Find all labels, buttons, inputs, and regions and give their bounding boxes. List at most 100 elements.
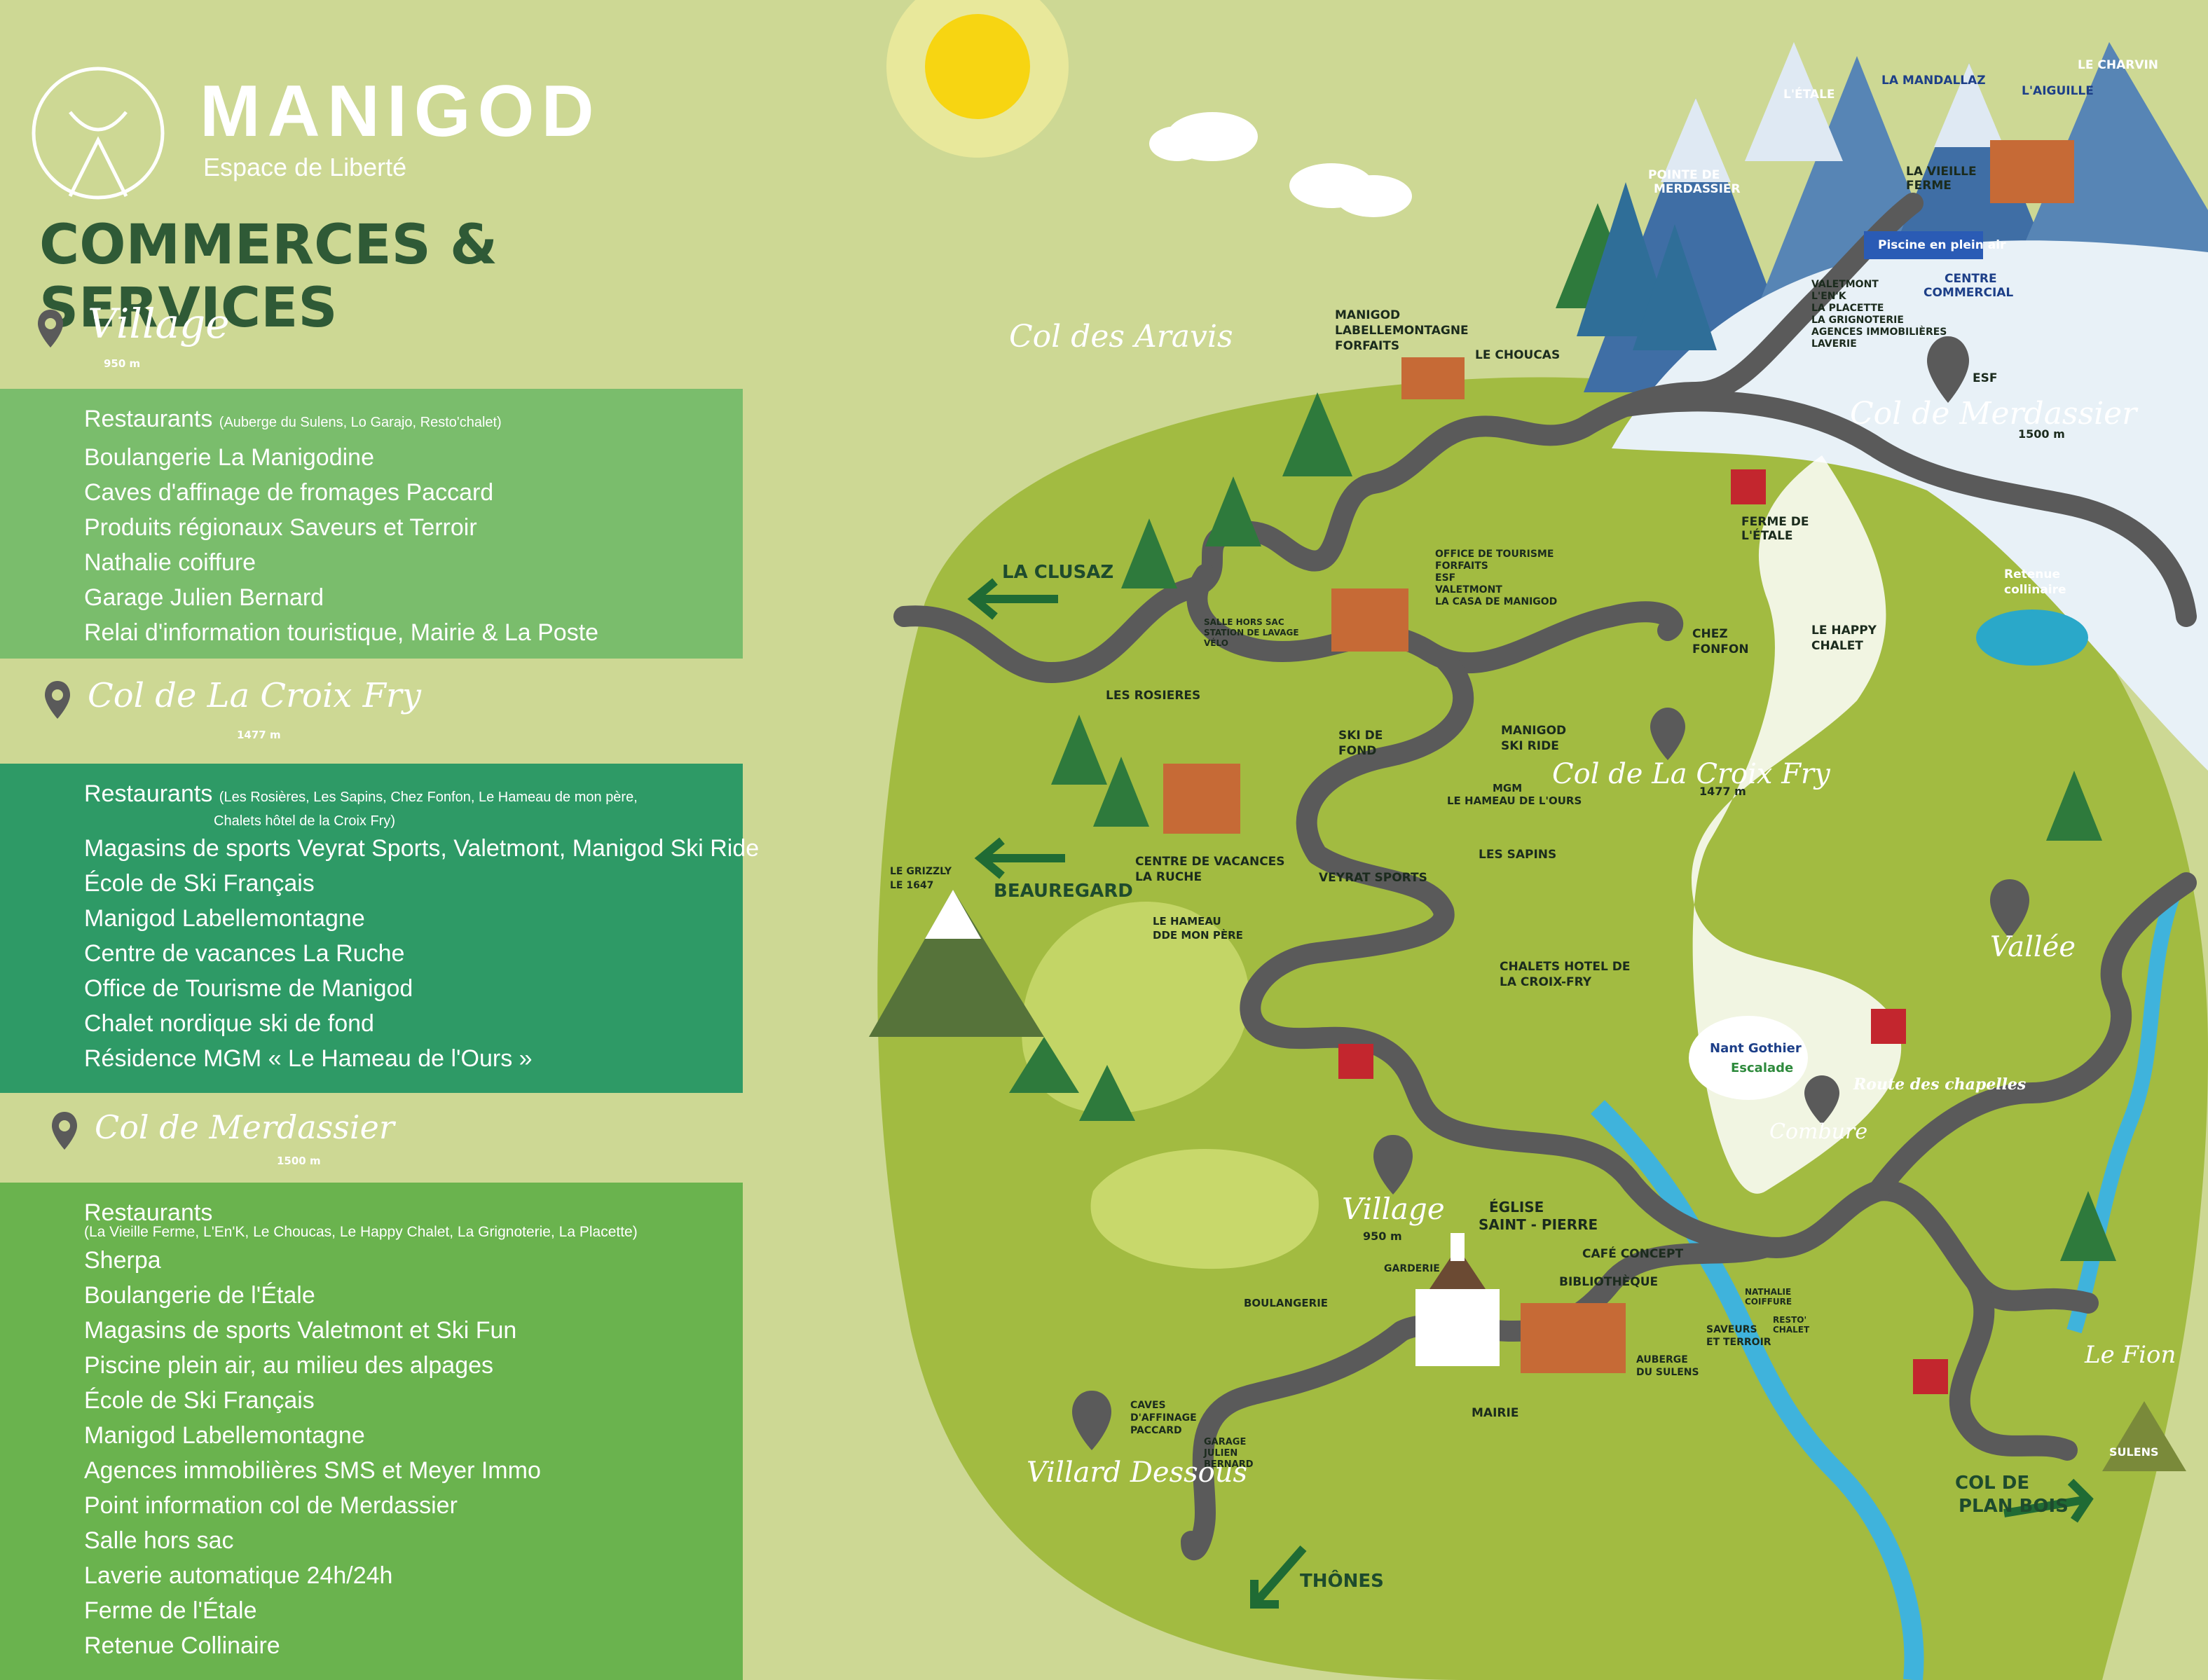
map-label: PACCARD (1130, 1425, 1182, 1436)
map-label: L'EN'K (1811, 291, 1847, 302)
list-item: Office de Tourisme de Manigod (84, 975, 413, 1002)
map-label: DDE MON PÈRE (1153, 928, 1243, 942)
map-label: SALLE HORS SAC (1204, 617, 1284, 627)
location-pin-icon (45, 681, 70, 719)
peak-label: LE CHARVIN (2078, 58, 2158, 72)
list-item: Résidence MGM « Le Hameau de l'Ours » (84, 1045, 533, 1072)
list-item: Nathalie coiffure (84, 549, 256, 576)
map-label: MANIGOD (1335, 308, 1400, 322)
map-label: OFFICE DE TOURISME (1435, 549, 1554, 560)
list-item: Manigod Labellemontagne (84, 1422, 365, 1449)
zone-altitude-croix-fry: 1477 m (237, 729, 281, 741)
map-label: CHALET (1811, 639, 1863, 653)
zone-list-croix-fry: Restaurants (Les Rosières, Les Sapins, C… (0, 764, 760, 1093)
list-item: Restaurants (84, 1199, 213, 1226)
map-label: LA CROIX-FRY (1500, 975, 1592, 989)
map-label: SAINT - PIERRE (1479, 1216, 1598, 1233)
snowfield (1612, 240, 2208, 771)
road (893, 193, 2197, 1561)
map-label: LE HAMEAU (1153, 915, 1221, 928)
zone-altitude-village: 950 m (104, 357, 141, 370)
manigod-logo-icon (32, 67, 165, 200)
map-label: D'AFFINAGE (1130, 1412, 1197, 1424)
map-label: LAVERIE (1811, 338, 1857, 350)
map-label: DU SULENS (1636, 1367, 1699, 1378)
list-item: Laverie automatique 24h/24h (84, 1562, 393, 1589)
map-label: BERNARD (1204, 1459, 1254, 1470)
direction-label: THÔNES (1300, 1569, 1384, 1592)
map-label: RESTO' (1773, 1315, 1806, 1325)
list-item: Boulangerie de l'Étale (84, 1282, 315, 1309)
brand-tagline: Espace de Liberté (203, 153, 407, 181)
list-item: Manigod Labellemontagne (84, 905, 365, 932)
map-label: COMMERCIAL (1924, 286, 2013, 300)
map-label: FORFAITS (1335, 339, 1399, 353)
map-label: VALETMONT (1435, 584, 1502, 595)
sulens-mountain (2102, 1401, 2186, 1471)
map-label: LABELLEMONTAGNE (1335, 324, 1469, 338)
map-label: CHEZ (1692, 627, 1728, 641)
map-label: LA RUCHE (1135, 870, 1202, 884)
place-label: Le Fion (2084, 1341, 2176, 1369)
page-title: COMMERCES & SERVICES (39, 214, 498, 340)
map-label: LES SAPINS (1479, 848, 1556, 862)
map-label: LE GRIZZLY (890, 866, 952, 877)
peak-label: MERDASSIER (1654, 182, 1741, 196)
direction-label: BEAUREGARD (994, 881, 1133, 902)
list-item: Produits régionaux Saveurs et Terroir (84, 514, 477, 541)
zone-altitude-merdassier: 1500 m (277, 1155, 321, 1167)
place-label: Col de La Croix Fry (1552, 758, 1831, 790)
map-label: CHALETS HOTEL DE (1500, 960, 1630, 974)
meadow (1022, 901, 1249, 1114)
peak-label: L'ÉTALE (1783, 86, 1835, 102)
map-label: MANIGOD (1501, 724, 1566, 738)
map-label: Piscine en plein air (1878, 238, 2006, 252)
map-label: GARDERIE (1384, 1263, 1440, 1274)
list-item: Salle hors sac (84, 1527, 234, 1554)
list-item: Caves d'affinage de fromages Paccard (84, 479, 494, 506)
map-label: CAFÉ CONCEPT (1582, 1246, 1683, 1261)
map-label: JULIEN (1203, 1448, 1237, 1459)
place-label: Col de Merdassier (1850, 396, 2139, 432)
location-pin-icon (1072, 336, 2029, 1450)
list-item: Retenue Collinaire (84, 1632, 280, 1659)
map-label: SULENS (2109, 1445, 2159, 1459)
map-label: LA GRIGNOTERIE (1811, 315, 1904, 326)
map-label: CENTRE DE VACANCES (1135, 855, 1285, 869)
illustrated-map: POINTE DE MERDASSIER L'ÉTALE LA MANDALLA… (869, 0, 2208, 1680)
cloud-icon (1149, 112, 1412, 217)
piscine-pool (1864, 231, 1983, 259)
list-item: Piscine plein air, au milieu des alpages (84, 1352, 494, 1379)
list-item: (La Vieille Ferme, L'En'K, Le Choucas, L… (84, 1224, 638, 1240)
list-item: Ferme de l'Étale (84, 1597, 257, 1624)
map-label: ESF (1435, 572, 1455, 584)
altitude-label: 1477 m (1699, 785, 1746, 798)
river (1591, 1100, 1924, 1680)
list-item: École de Ski Français (84, 870, 315, 897)
list-item: Relai d'information touristique, Mairie … (84, 619, 599, 646)
list-item: Magasins de sports Veyrat Sports, Valetm… (84, 835, 760, 862)
zone-list-merdassier: Restaurants (La Vieille Ferme, L'En'K, L… (0, 1183, 743, 1680)
map-label: AGENCES IMMOBILIÈRES (1811, 326, 1947, 338)
place-label: Village (1342, 1192, 1445, 1226)
map-label: LE HAPPY (1811, 624, 1877, 638)
map-label: FERME (1906, 179, 1952, 193)
river (2066, 894, 2180, 1334)
direction-label: PLAN BOIS (1959, 1496, 2069, 1517)
map-label: BIBLIOTHÈQUE (1559, 1274, 1658, 1289)
place-label: Vallée (1990, 931, 2076, 963)
list-item: Sherpa (84, 1247, 161, 1274)
snowcap (925, 890, 981, 939)
map-label: STATION DE LAVAGE (1204, 628, 1299, 638)
map-label: FONFON (1692, 642, 1749, 656)
zone-title-croix-fry: Col de La Croix Fry (88, 676, 421, 715)
meadow (1090, 1149, 1319, 1269)
church-icon (1415, 1233, 1500, 1366)
map-label: NATHALIE (1745, 1287, 1791, 1297)
map-label: FOND (1338, 744, 1376, 758)
direction-label: LA CLUSAZ (1002, 562, 1113, 583)
arrow-icon (967, 578, 2094, 1609)
list-item: Boulangerie La Manigodine (84, 444, 374, 471)
map-label: collinaire (2004, 583, 2066, 597)
ski-slope (1692, 455, 1902, 1194)
